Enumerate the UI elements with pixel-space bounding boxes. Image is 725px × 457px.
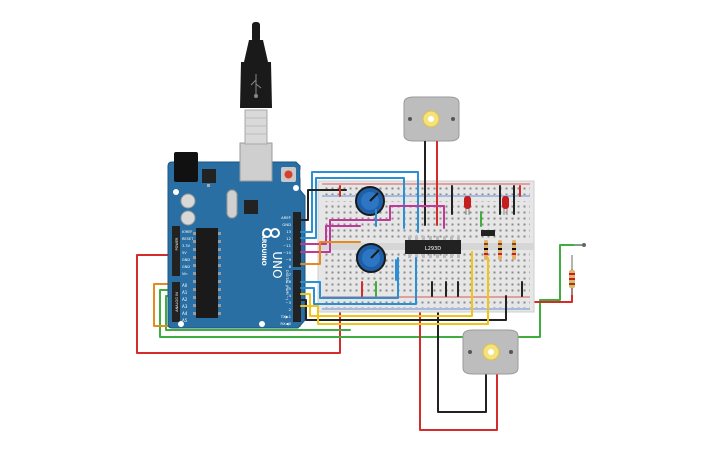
transistor[interactable] xyxy=(481,230,495,236)
atmega-chip xyxy=(196,228,218,318)
wire-blue-4[interactable] xyxy=(300,257,417,305)
pin-label-a1: A1 xyxy=(182,290,188,295)
usb-cable[interactable] xyxy=(240,22,272,145)
l293d-chip[interactable]: L293D xyxy=(405,236,461,258)
resistor-3[interactable] xyxy=(512,240,516,260)
wire-red-motor-bottom[interactable] xyxy=(419,299,498,431)
pin-label-13: 13 xyxy=(286,229,291,234)
arduino-infinity-logo xyxy=(262,228,280,238)
usb-connector-metal xyxy=(244,109,268,145)
power-pin-labels: IOREF RESET 3.3V 5V GND GND Vin xyxy=(182,230,194,276)
pin-label-2: 2 xyxy=(289,307,292,312)
potentiometer-bottom[interactable] xyxy=(356,243,386,273)
pin-label-ioref: IOREF xyxy=(182,230,192,234)
wire-yellow-2[interactable] xyxy=(300,251,473,317)
pin-label-vin: Vin xyxy=(182,272,188,276)
pin-label-7: 7 xyxy=(289,272,292,277)
usb-port xyxy=(239,142,273,182)
pin-label-a5: A5 xyxy=(182,318,188,323)
led-left[interactable] xyxy=(464,196,471,215)
wire-red-5v[interactable] xyxy=(136,254,341,354)
regulator xyxy=(202,169,216,183)
dc-motor-bottom[interactable] xyxy=(462,329,519,375)
pin-label-aref: AREF xyxy=(281,215,291,220)
digital-header-top[interactable] xyxy=(293,212,301,267)
external-resistor[interactable] xyxy=(569,255,575,295)
wire-magenta-2[interactable] xyxy=(300,225,361,245)
pin-label-12: 12 xyxy=(286,236,291,241)
power-jack xyxy=(174,152,198,182)
pin-label-gnd-d: GND xyxy=(282,222,291,227)
analog-header[interactable] xyxy=(172,282,180,322)
pin-label-a2: A2 xyxy=(182,297,188,302)
digital-header-bottom[interactable] xyxy=(293,270,301,322)
arduino-brand-label: ARDUINO xyxy=(260,234,267,265)
pin-label-1: TX▶1 xyxy=(280,314,292,319)
wire-blue-3[interactable] xyxy=(300,257,399,299)
pin-label-6: ~6 xyxy=(285,279,291,284)
pin-label-4: 4 xyxy=(289,293,292,298)
led-right[interactable] xyxy=(502,196,509,215)
wire-black-motor-bottom[interactable] xyxy=(437,299,487,413)
resistor-2[interactable] xyxy=(498,240,502,260)
wire-blue-2[interactable] xyxy=(300,177,405,239)
wire-yellow-3[interactable] xyxy=(300,257,489,325)
wire-green-gnd[interactable] xyxy=(159,244,585,338)
wires-over xyxy=(300,149,523,325)
usb-chip xyxy=(244,200,258,214)
crystal xyxy=(226,189,238,219)
capacitor-2 xyxy=(180,210,196,226)
usb-plug-icon xyxy=(250,74,262,98)
pin-label-9: ~9 xyxy=(285,257,291,262)
resistors-breadboard[interactable] xyxy=(481,230,516,260)
dc-motor-top[interactable] xyxy=(403,96,460,150)
chip-label: L293D xyxy=(425,246,441,252)
reset-label: RESET xyxy=(299,169,303,179)
pin-label-3: ~3 xyxy=(285,300,291,305)
pin-label-gnd-1: GND xyxy=(182,258,190,262)
arduino-uno-board[interactable]: ARDUINO UNO IOREF RESET 3.3V 5V GND GND … xyxy=(167,142,306,329)
pin-label-a3: A3 xyxy=(182,304,188,309)
pin-label-10: ~10 xyxy=(283,250,292,255)
resistor-1[interactable] xyxy=(484,240,488,260)
external-probe[interactable] xyxy=(574,243,586,247)
wire-orange-2[interactable] xyxy=(300,241,361,265)
pin-label-a4: A4 xyxy=(182,311,188,316)
digital-pin-labels: AREF GND 13 12 ~11 ~10 ~9 8 7 ~6 ~5 4 ~3… xyxy=(280,215,292,326)
analog-pin-labels: A0 A1 A2 A3 A4 A5 xyxy=(182,283,188,323)
digital-section-label: DIGITAL (PWM ~) xyxy=(285,270,289,301)
capacitor-1 xyxy=(180,193,196,209)
pin-label-5: ~5 xyxy=(285,286,291,291)
wire-magenta-1[interactable] xyxy=(300,205,445,253)
wire-blue-1[interactable] xyxy=(300,171,419,233)
wire-black-gnd-2[interactable] xyxy=(300,295,507,321)
pin-label-11: ~11 xyxy=(283,243,292,248)
pin-label-reset: RESET xyxy=(182,237,194,241)
pin-label-3v3: 3.3V xyxy=(182,244,191,248)
wire-black-gnd-1[interactable] xyxy=(300,189,347,221)
arduino-model-label: UNO xyxy=(270,251,284,278)
potentiometer-top[interactable] xyxy=(355,186,385,216)
power-section-label: POWER xyxy=(175,237,179,251)
pin-label-gnd-2: GND xyxy=(182,265,190,269)
analog-section-label: ANALOG IN xyxy=(175,292,179,312)
pin-label-a0: A0 xyxy=(182,283,188,288)
pin-label-5v: 5V xyxy=(182,251,187,255)
pin-label-0: RX◀0 xyxy=(280,321,291,326)
power-header[interactable] xyxy=(172,226,180,276)
pin-label-8: 8 xyxy=(289,264,292,269)
